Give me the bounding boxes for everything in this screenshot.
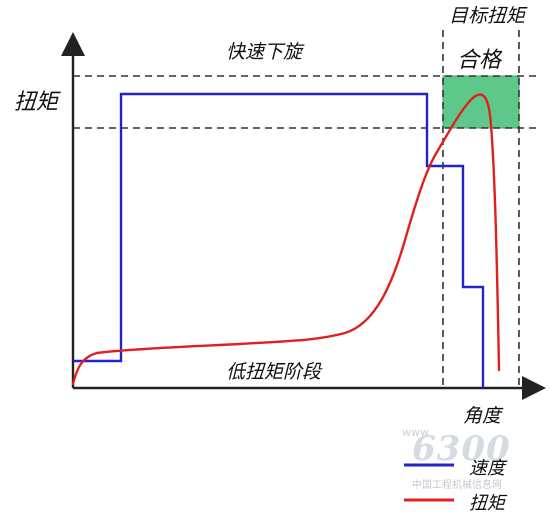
- watermark-number: 6300: [412, 429, 511, 469]
- target-torque-label: 目标扭矩: [449, 5, 528, 27]
- legend: 速度 扭矩: [404, 458, 508, 514]
- watermark-www: www.: [402, 426, 431, 439]
- low-torque-stage-label: 低扭矩阶段: [226, 361, 323, 383]
- pass-label: 合格: [457, 48, 503, 73]
- y-axis-label: 扭矩: [14, 90, 61, 115]
- fast-rundown-label: 快速下旋: [226, 41, 305, 63]
- legend-speed-label: 速度: [469, 458, 508, 479]
- guide-lines: [73, 30, 540, 388]
- pass-zone: [442, 75, 520, 129]
- speed-curve: [73, 92, 485, 388]
- watermark: www. 6300 中国工程机械信息网: [402, 426, 511, 491]
- torque-curve: [71, 93, 501, 386]
- x-axis-label: 角度: [463, 405, 504, 427]
- watermark-site: 中国工程机械信息网: [412, 478, 502, 491]
- legend-torque-label: 扭矩: [469, 493, 508, 514]
